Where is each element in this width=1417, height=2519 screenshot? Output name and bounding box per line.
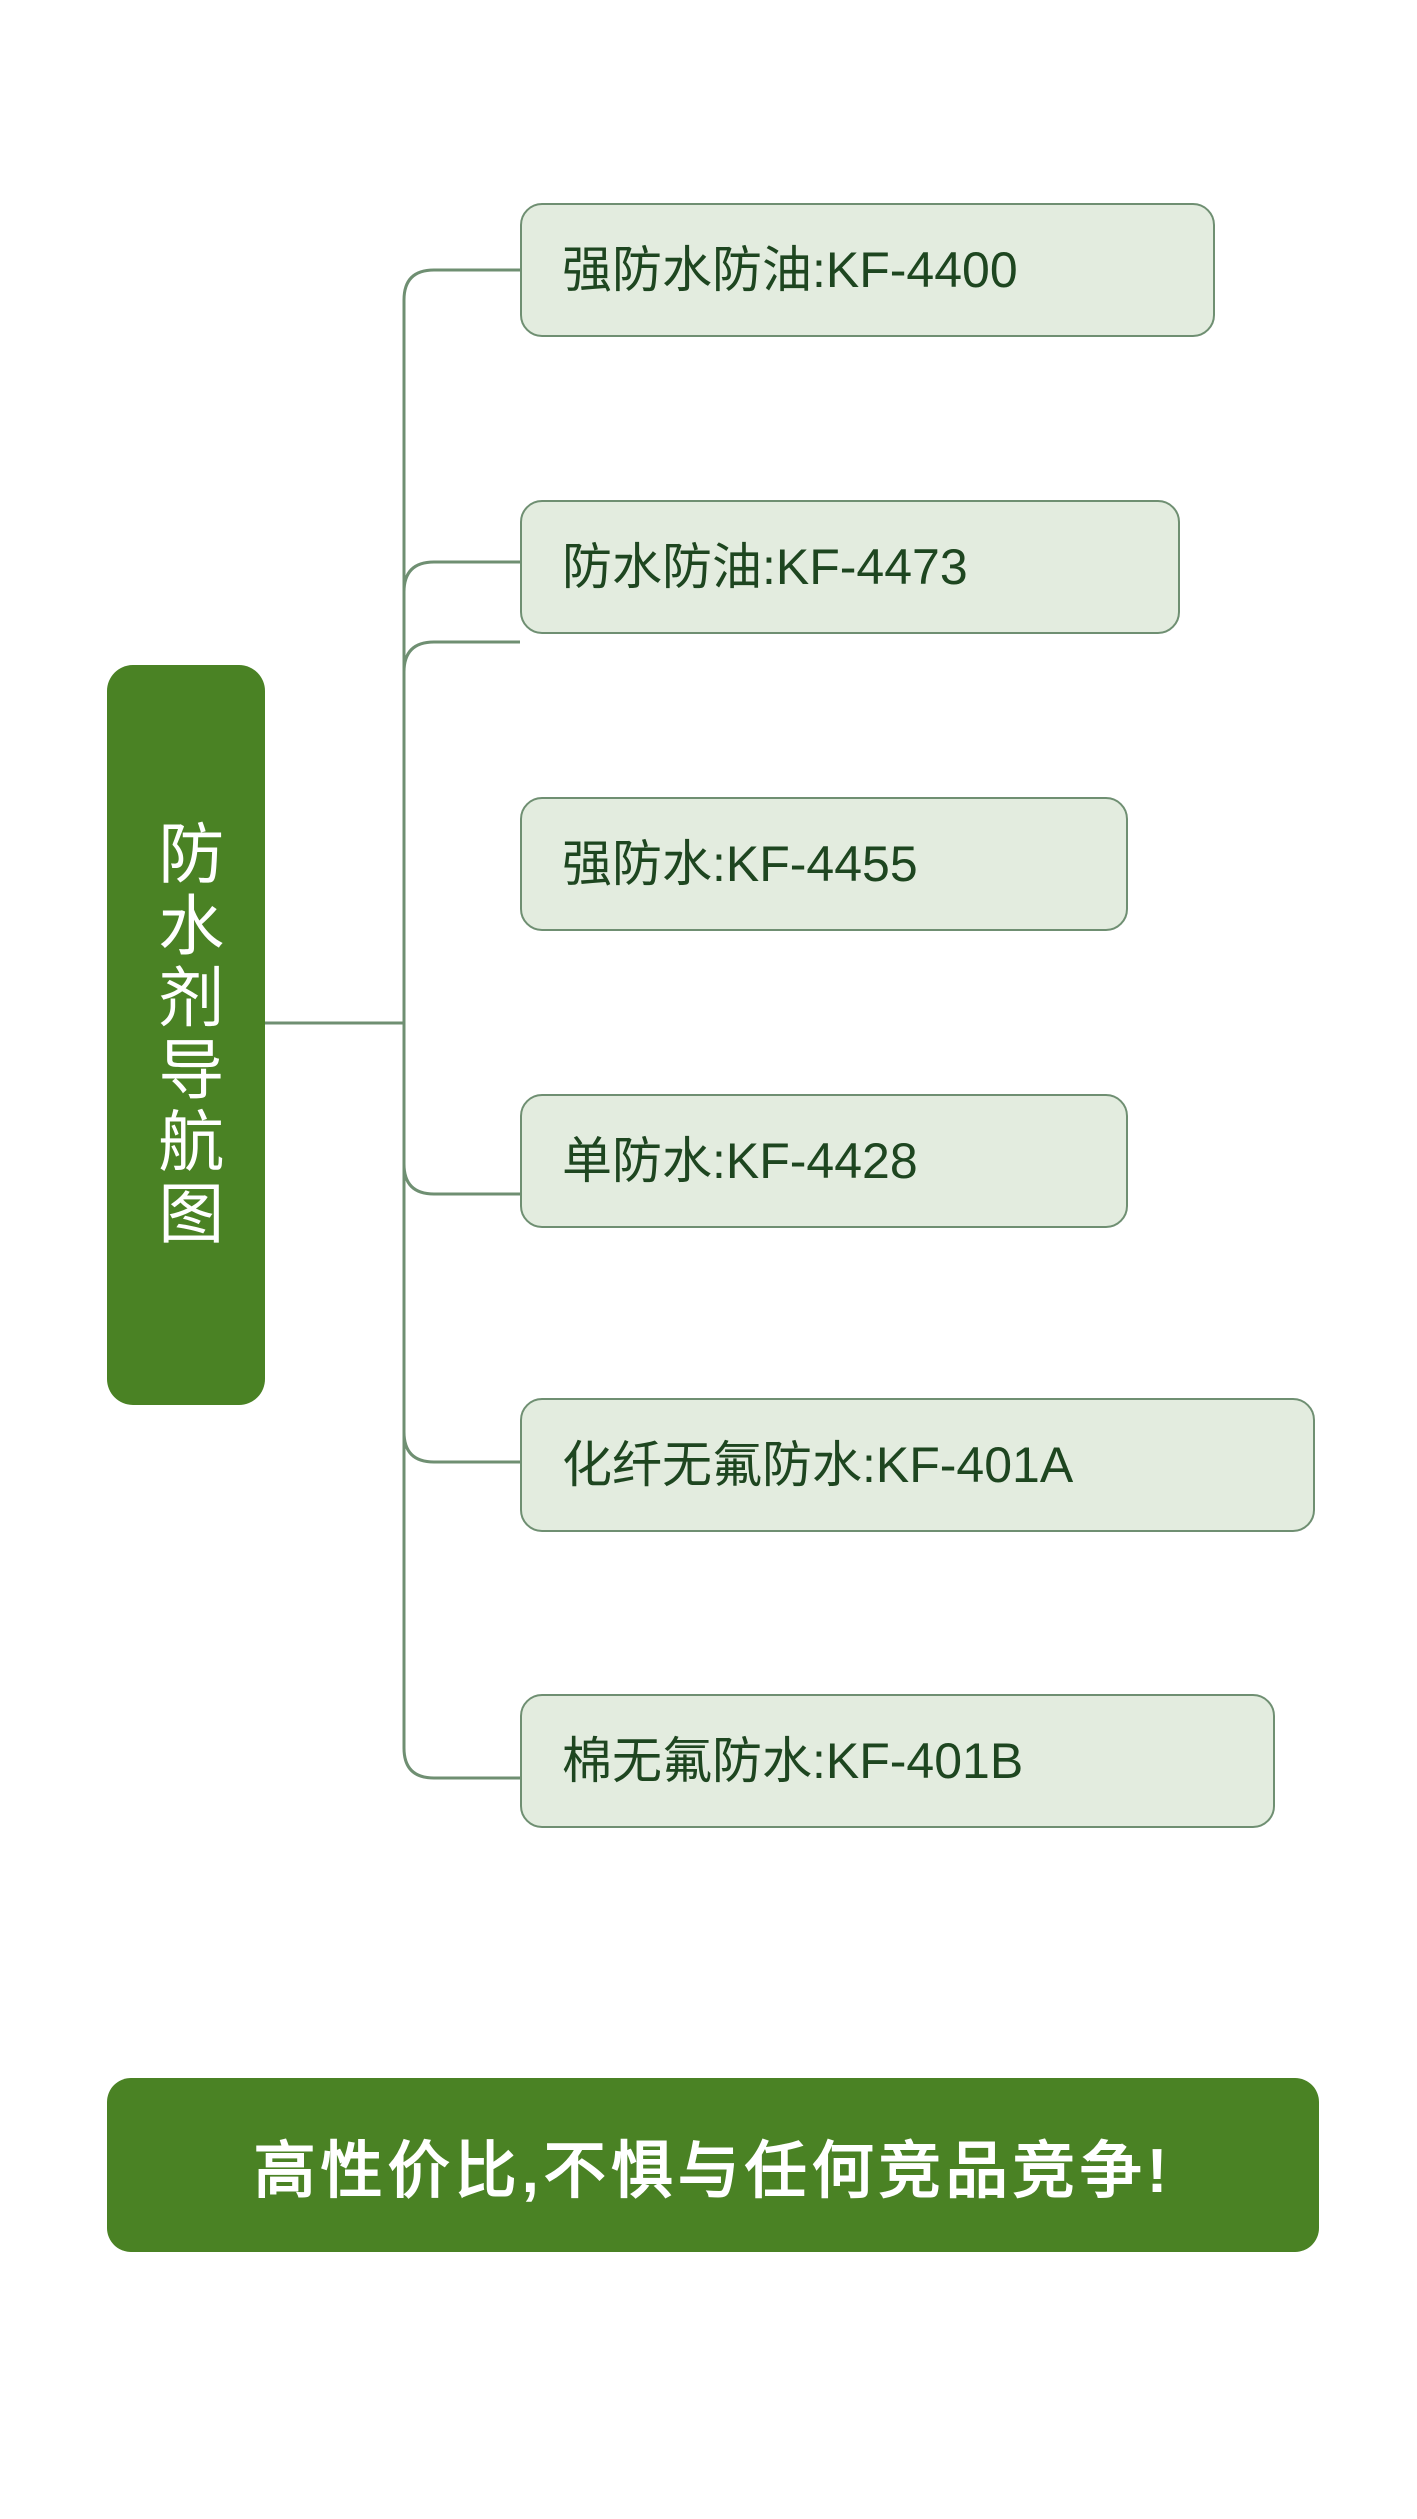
node-kf-401a[interactable]: 化纤无氟防水:KF-401A: [520, 1398, 1315, 1532]
node-kf-4455[interactable]: 强防水:KF-4455: [520, 797, 1128, 931]
node-kf-4428[interactable]: 单防水:KF-4428: [520, 1094, 1128, 1228]
root-node[interactable]: 防水剂导航图: [107, 665, 265, 1405]
node-label: 化纤无氟防水:KF-401A: [562, 1436, 1074, 1493]
node-kf-4400[interactable]: 强防水防油:KF-4400: [520, 203, 1215, 337]
node-label: 棉无氟防水:KF-401B: [562, 1732, 1024, 1789]
tagline-text: 高性价比,不惧与任何竞品竞争!: [253, 2137, 1173, 2206]
node-kf-401b[interactable]: 棉无氟防水:KF-401B: [520, 1694, 1275, 1828]
root-node-label: 防水剂导航图: [149, 819, 224, 1251]
node-label: 强防水:KF-4455: [562, 835, 918, 892]
tagline-banner: 高性价比,不惧与任何竞品竞争!: [107, 2078, 1319, 2252]
node-kf-4473[interactable]: 防水防油:KF-4473: [520, 500, 1180, 634]
node-label: 强防水防油:KF-4400: [562, 241, 1018, 298]
node-label: 防水防油:KF-4473: [562, 538, 968, 595]
node-label: 单防水:KF-4428: [562, 1132, 918, 1189]
